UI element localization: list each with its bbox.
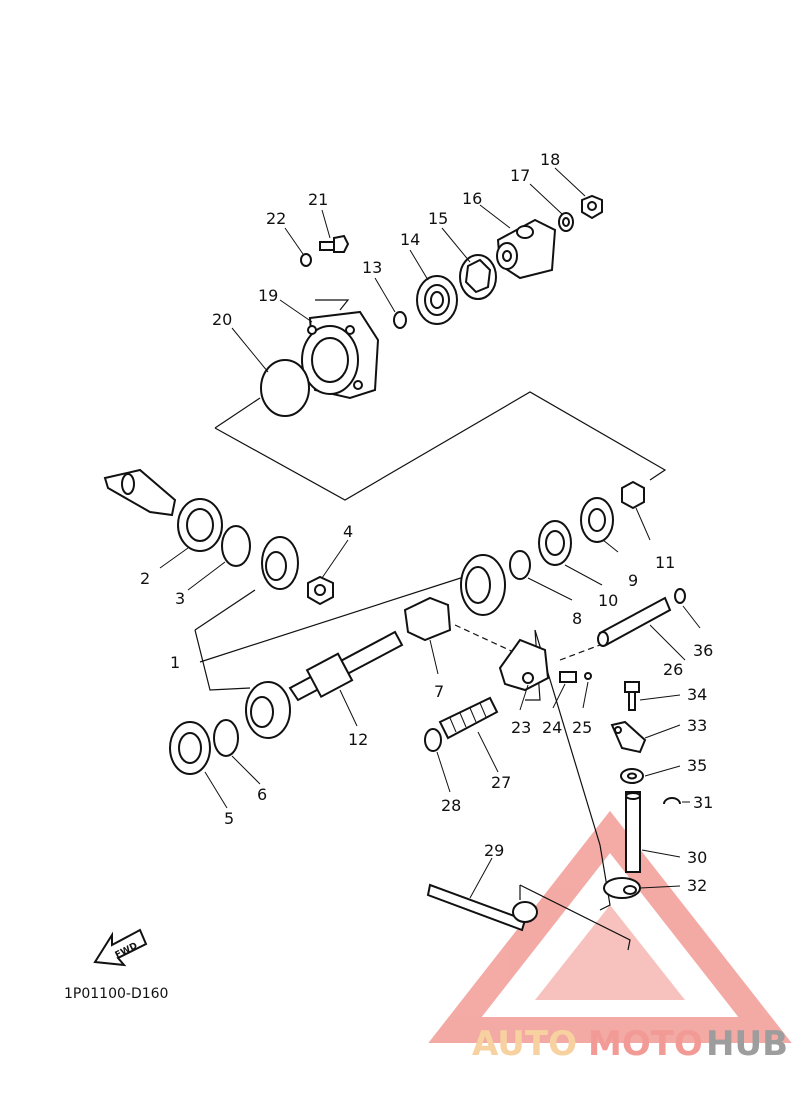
callout-9: 9 (628, 571, 638, 590)
callout-26: 26 (663, 660, 683, 679)
callout-23: 23 (511, 718, 531, 737)
part-29-rod (426, 883, 538, 932)
callout-28: 28 (441, 796, 461, 815)
part-4-nut (307, 575, 334, 606)
part-14-bearing (416, 275, 458, 325)
callout-34: 34 (687, 685, 707, 704)
callout-7: 7 (434, 682, 444, 701)
part-22-washer (300, 253, 312, 267)
callout-4: 4 (343, 522, 353, 541)
diagram-code: 1P01100-D160 (64, 986, 168, 1002)
callout-14: 14 (400, 230, 420, 249)
callout-8: 8 (572, 609, 582, 628)
callout-17: 17 (510, 166, 530, 185)
part-25-ball (584, 672, 592, 680)
part-28-ring (424, 728, 442, 752)
part-35-bushing (620, 768, 644, 784)
part-input-shaft (103, 468, 177, 517)
part-36-o-ring (674, 588, 686, 604)
watermark-text-moto: MOTO (588, 1024, 703, 1064)
callout-30: 30 (687, 848, 707, 867)
callout-36: 36 (693, 641, 713, 660)
callout-3: 3 (175, 589, 185, 608)
part-5-bearing (169, 721, 211, 775)
watermark-text-auto: AUTO (472, 1024, 577, 1064)
callout-11: 11 (655, 553, 675, 572)
part-16-yoke (496, 218, 557, 280)
part-20-gasket (260, 359, 310, 417)
callout-33: 33 (687, 716, 707, 735)
callout-31: 31 (693, 793, 713, 812)
part-31-circlip (663, 797, 681, 805)
part-3-ring (221, 525, 251, 567)
callout-22: 22 (266, 209, 286, 228)
part-ring-gear (460, 554, 506, 616)
part-33-lever (610, 720, 647, 754)
callout-20: 20 (212, 310, 232, 329)
part-30-spline-shaft (625, 791, 641, 873)
part-27-spring (438, 696, 499, 740)
callout-16: 16 (462, 189, 482, 208)
part-18-nut (581, 194, 603, 220)
callout-12: 12 (348, 730, 368, 749)
callout-10: 10 (598, 591, 618, 610)
fwd-arrow-icon: FWD (93, 928, 148, 967)
assembly-boundary-upper (214, 299, 667, 501)
part-24-spring (559, 671, 577, 683)
part-19-housing (301, 310, 380, 400)
callout-18: 18 (540, 150, 560, 169)
part-bevel-gear-lower (245, 681, 291, 739)
part-15-coupling (459, 254, 497, 300)
callout-32: 32 (687, 876, 707, 895)
callout-15: 15 (428, 209, 448, 228)
callout-2: 2 (140, 569, 150, 588)
part-21-bolt (319, 234, 350, 253)
part-11-nut (621, 480, 645, 510)
callout-21: 21 (308, 190, 328, 209)
part-2-bearing (177, 498, 223, 552)
callout-35: 35 (687, 756, 707, 775)
watermark-text-hub: HUB (706, 1024, 788, 1064)
part-34-bolt (624, 681, 640, 711)
assembly-boundary-lower (194, 574, 631, 951)
part-9-seal (580, 497, 614, 543)
callout-19: 19 (258, 286, 278, 305)
part-23-shift-fork (498, 638, 550, 692)
callout-27: 27 (491, 773, 511, 792)
part-12-pinion-shaft (288, 630, 404, 702)
callout-5: 5 (224, 809, 234, 828)
callout-6: 6 (257, 785, 267, 804)
leader-lines (159, 167, 701, 899)
callout-1: 1 (170, 653, 180, 672)
part-10-bearing (538, 520, 572, 566)
part-13-circlip (393, 311, 407, 329)
part-7-clutch-dog (403, 596, 452, 642)
part-bevel-gear-upper (261, 536, 299, 590)
part-32-lever-plate (603, 877, 641, 899)
callout-25: 25 (572, 718, 592, 737)
callout-29: 29 (484, 841, 504, 860)
part-8-ring (509, 550, 531, 580)
callout-24: 24 (542, 718, 562, 737)
part-17-washer (558, 212, 574, 232)
callout-labels: 1 2 3 4 5 6 7 8 9 10 11 12 13 14 15 16 1… (140, 150, 713, 895)
part-26-shift-shaft (597, 596, 672, 647)
callout-13: 13 (362, 258, 382, 277)
part-6-ring (213, 719, 239, 757)
watermark-logo: AUTO MOTO HUB (428, 810, 792, 1064)
